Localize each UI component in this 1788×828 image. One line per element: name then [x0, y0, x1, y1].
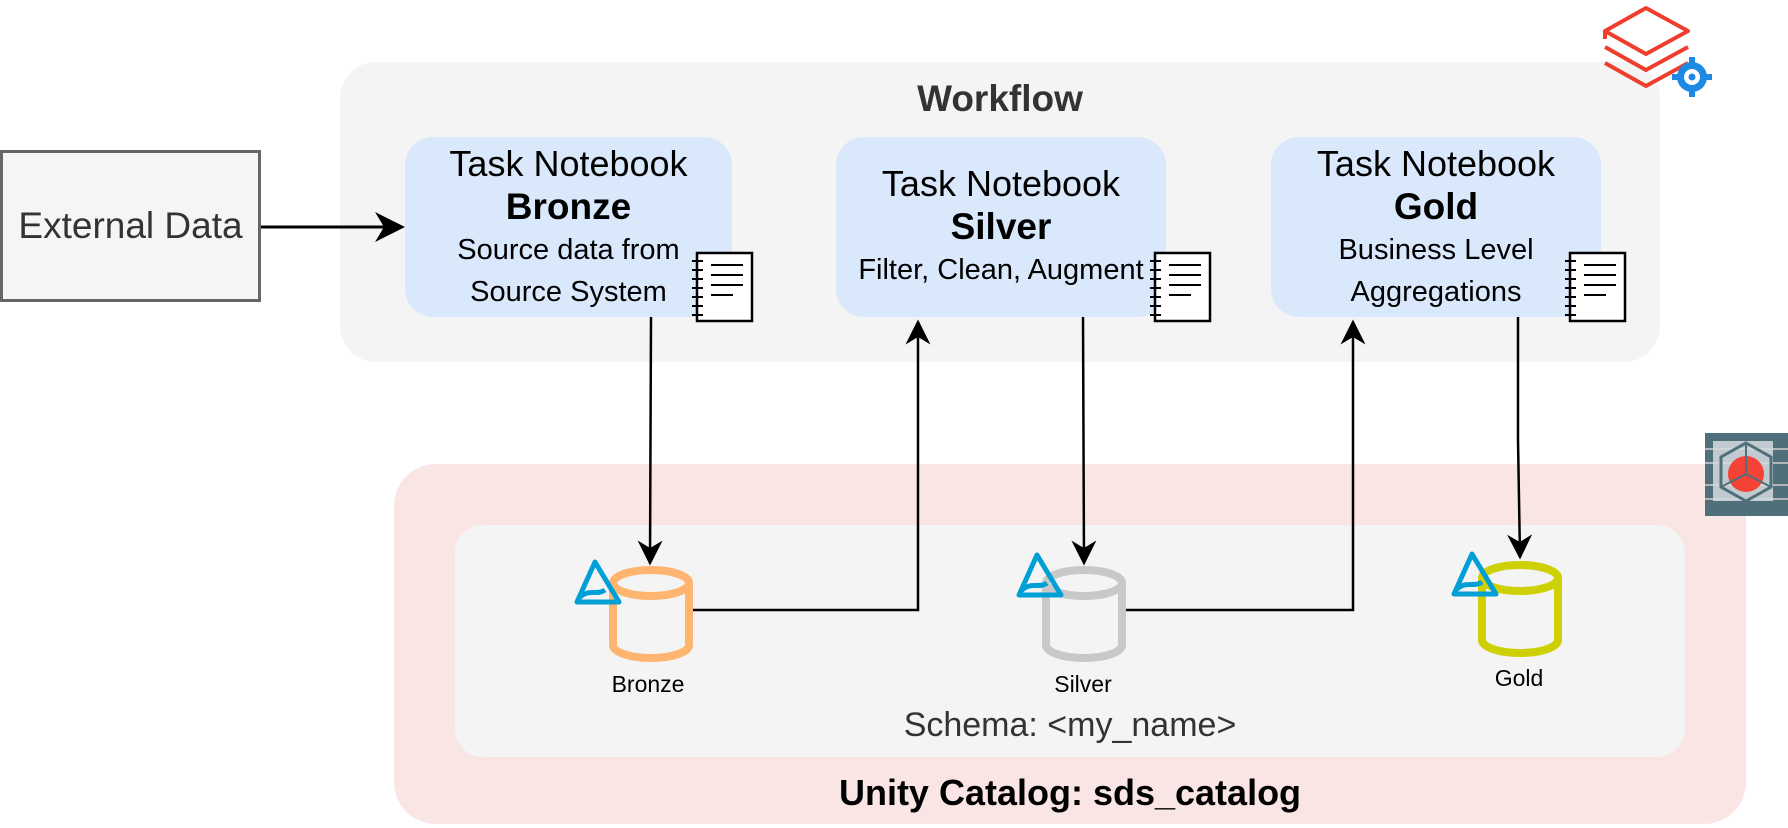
task-description-line: Business Level — [1338, 234, 1534, 266]
table-label-bronze: Bronze — [611, 671, 685, 697]
delta-lake-icon — [574, 559, 622, 605]
database-cylinder-icon-silver — [1042, 566, 1126, 662]
table-label-gold: Gold — [1494, 665, 1544, 691]
delta-lake-icon — [1016, 552, 1064, 598]
arrow-bronze-table-to-silver-task — [690, 319, 931, 612]
task-name: Bronze — [505, 186, 632, 227]
arrow-gold-task-to-table — [1507, 317, 1533, 560]
task-description-line: Source data from — [457, 234, 680, 266]
notebook-icon — [1565, 251, 1627, 323]
task-heading: Task Notebook — [881, 163, 1121, 204]
task-description-line: Source System — [470, 276, 667, 308]
workflow-title: Workflow — [917, 78, 1083, 119]
task-notebook-silver: Task Notebook Silver Filter, Clean, Augm… — [836, 137, 1166, 317]
external-data-box: External Data — [0, 150, 261, 302]
task-description-line: Aggregations — [1350, 276, 1522, 308]
database-cylinder-icon-bronze — [609, 566, 693, 662]
schema-label: Schema: <my_name> — [903, 706, 1237, 744]
arrow-silver-task-to-table — [1071, 316, 1097, 566]
notebook-icon — [692, 251, 754, 323]
task-description-line: Filter, Clean, Augment — [858, 254, 1144, 286]
task-name: Gold — [1393, 186, 1479, 227]
external-data-label: External Data — [18, 205, 243, 246]
arrow-bronze-task-to-table — [637, 316, 663, 566]
databricks-workflow-logo — [1603, 6, 1712, 97]
notebook-icon — [1150, 251, 1212, 323]
database-cylinder-icon-gold — [1478, 561, 1562, 657]
arrow-silver-table-to-gold-task — [1124, 319, 1366, 612]
task-name: Silver — [950, 206, 1052, 247]
table-label-silver: Silver — [1054, 671, 1112, 697]
unity-catalog-logo — [1705, 433, 1788, 516]
unity-catalog-label: Unity Catalog: sds_catalog — [838, 772, 1302, 813]
task-heading: Task Notebook — [449, 143, 688, 184]
delta-lake-icon — [1451, 551, 1499, 597]
task-heading: Task Notebook — [1316, 143, 1556, 184]
gear-icon — [1672, 57, 1712, 97]
task-notebook-gold: Task Notebook Gold Business Level Aggreg… — [1271, 137, 1601, 317]
task-notebook-bronze: Task Notebook Bronze Source data from So… — [405, 137, 732, 317]
